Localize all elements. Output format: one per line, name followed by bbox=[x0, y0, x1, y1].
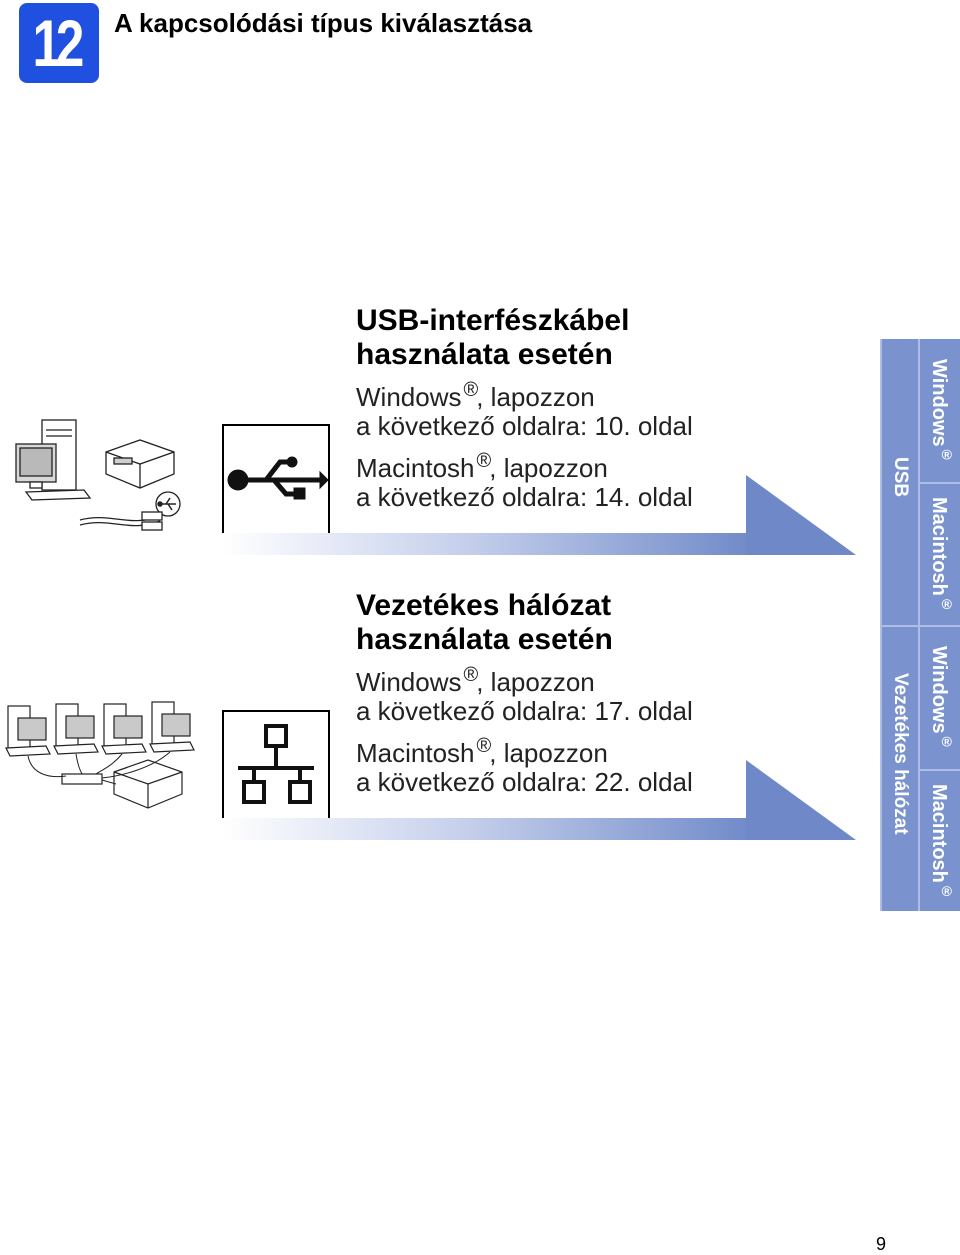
network-windows-label: Windows bbox=[356, 667, 462, 697]
side-tab-usb-windows[interactable]: Windows® bbox=[920, 339, 960, 482]
side-tab-network-windows-label: Windows® bbox=[927, 646, 955, 750]
usb-mac-line: Macintosh®, lapozzon bbox=[356, 447, 756, 483]
network-windows-suffix: , lapozzon bbox=[476, 667, 595, 697]
usb-windows-label: Windows bbox=[356, 382, 462, 412]
usb-windows-page-ref: a következő oldalra: 10. oldal bbox=[356, 411, 693, 441]
side-tab-network-windows[interactable]: Windows® bbox=[920, 627, 960, 769]
usb-windows-line: Windows®, lapozzon bbox=[356, 376, 756, 412]
usb-setup-illustration bbox=[15, 419, 181, 531]
usb-arrow-icon bbox=[746, 475, 856, 555]
usb-mac-page-ref: a következő oldalra: 14. oldal bbox=[356, 482, 693, 512]
network-icon bbox=[222, 710, 330, 822]
usb-mac-label: Macintosh bbox=[356, 453, 475, 483]
side-tab-usb-label: USB bbox=[890, 457, 911, 498]
side-tab-usb-windows-label: Windows® bbox=[927, 359, 955, 463]
registered-mark: ® bbox=[463, 664, 479, 686]
side-tab-usb-macintosh-label: Macintosh® bbox=[927, 497, 955, 612]
side-tab-usb[interactable]: USB bbox=[882, 339, 918, 625]
usb-icon bbox=[222, 424, 330, 536]
registered-mark: ® bbox=[938, 446, 955, 463]
registered-mark: ® bbox=[476, 450, 492, 472]
usb-windows-suffix: , lapozzon bbox=[476, 382, 595, 412]
side-tab-network-macintosh-label: Macintosh® bbox=[927, 784, 955, 899]
registered-mark: ® bbox=[938, 595, 955, 612]
usb-arrow-strip bbox=[222, 533, 756, 555]
network-section: Vezetékes hálózat használata esetén Wind… bbox=[356, 589, 756, 797]
network-windows-line: Windows®, lapozzon bbox=[356, 661, 756, 697]
windows-text: Windows bbox=[928, 646, 951, 734]
network-heading-line-2: használata esetén bbox=[356, 623, 613, 656]
usb-heading-line-2: használata esetén bbox=[356, 338, 613, 371]
macintosh-text: Macintosh bbox=[928, 783, 951, 883]
network-heading-line-1: Vezetékes hálózat bbox=[356, 589, 612, 622]
network-mac-page-ref: a következő oldalra: 22. oldal bbox=[356, 767, 693, 797]
page-number: 9 bbox=[876, 1234, 887, 1254]
side-tab-network[interactable]: Vezetékes hálózat bbox=[882, 627, 918, 911]
page-title: A kapcsolódási típus kiválasztása bbox=[114, 8, 533, 38]
usb-heading-line-1: USB-interfészkábel bbox=[356, 304, 630, 337]
registered-mark: ® bbox=[463, 379, 479, 401]
registered-mark: ® bbox=[476, 735, 492, 757]
network-setup-illustration bbox=[5, 701, 195, 809]
side-tab-network-macintosh[interactable]: Macintosh® bbox=[920, 771, 960, 911]
step-number: 12 bbox=[32, 6, 85, 80]
side-tab-usb-macintosh[interactable]: Macintosh® bbox=[920, 484, 960, 625]
network-mac-suffix: , lapozzon bbox=[489, 738, 608, 768]
network-mac-label: Macintosh bbox=[356, 738, 475, 768]
windows-text: Windows bbox=[928, 358, 951, 447]
step-number-badge: 12 bbox=[19, 3, 99, 83]
registered-mark: ® bbox=[938, 733, 955, 750]
network-arrow-icon bbox=[746, 760, 856, 840]
side-tab-network-label: Vezetékes hálózat bbox=[890, 673, 911, 835]
usb-section: USB-interfészkábel használata esetén Win… bbox=[356, 304, 756, 512]
network-mac-line: Macintosh®, lapozzon bbox=[356, 732, 756, 768]
side-tab: USB Windows® Macintosh® Vezetékes hálóza… bbox=[880, 339, 960, 911]
network-arrow-strip bbox=[222, 818, 756, 840]
macintosh-text: Macintosh bbox=[928, 497, 951, 596]
network-windows-page-ref: a következő oldalra: 17. oldal bbox=[356, 696, 693, 726]
usb-mac-suffix: , lapozzon bbox=[489, 453, 608, 483]
registered-mark: ® bbox=[938, 882, 955, 899]
